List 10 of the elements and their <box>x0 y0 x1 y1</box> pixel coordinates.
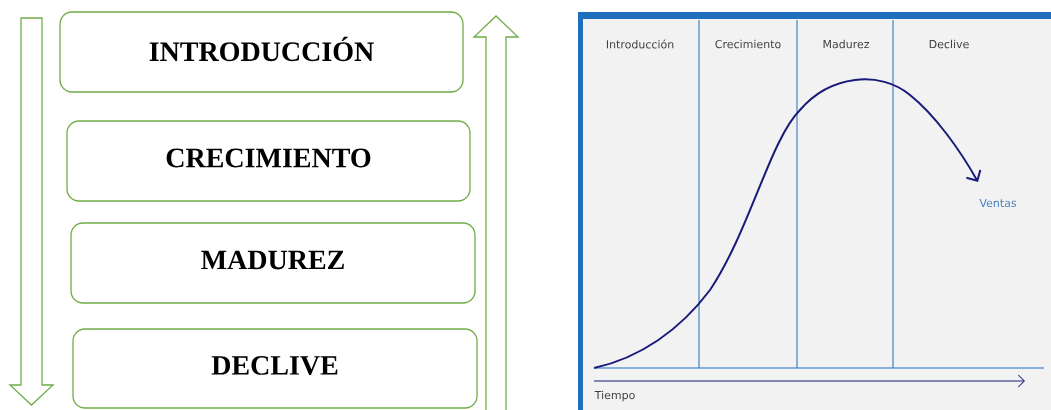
curve-label: Ventas <box>979 198 1017 208</box>
stage-box: MADUREZ <box>70 222 476 304</box>
stage-box: INTRODUCCIÓN <box>59 11 464 93</box>
stage-label: Declive <box>929 39 969 49</box>
stage-box: DECLIVE <box>72 328 478 409</box>
stage-label: Madurez <box>823 39 870 49</box>
axis-label: Tiempo <box>594 390 635 402</box>
stage-label: Crecimiento <box>715 39 781 49</box>
stage-label: Introducción <box>606 39 674 49</box>
stage-box: CRECIMIENTO <box>66 120 471 202</box>
